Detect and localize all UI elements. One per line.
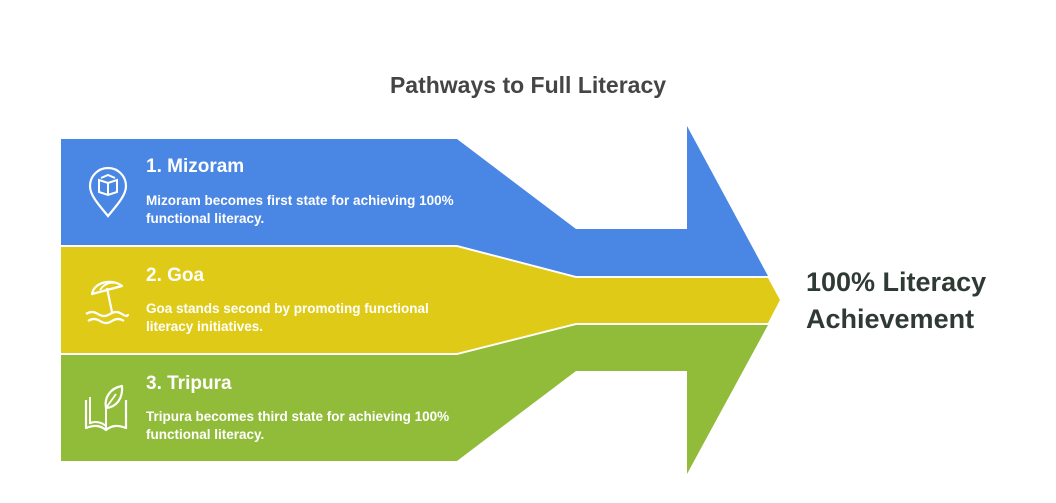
book-location-pin-icon <box>88 166 128 218</box>
outcome-line-2: Achievement <box>806 304 975 334</box>
step-title-tripura: 3. Tripura <box>146 373 232 394</box>
yellow-band <box>61 247 780 353</box>
step-description-mizoram: Mizoram becomes first state for achievin… <box>146 193 454 226</box>
step-title-mizoram: 1. Mizoram <box>146 156 245 177</box>
green-band <box>61 325 768 474</box>
step-description-goa: Goa stands second by promoting functiona… <box>146 301 429 334</box>
outcome-label: 100% Literacy Achievement <box>806 264 1046 338</box>
outcome-line-1: 100% Literacy <box>806 267 987 297</box>
blue-band <box>61 126 768 276</box>
step-title-goa: 2. Goa <box>146 265 205 286</box>
step-description-tripura: Tripura becomes third state for achievin… <box>146 409 450 442</box>
open-book-leaf-icon <box>84 384 128 432</box>
diagram-title: Pathways to Full Literacy <box>389 72 667 98</box>
beach-umbrella-icon <box>85 280 130 325</box>
